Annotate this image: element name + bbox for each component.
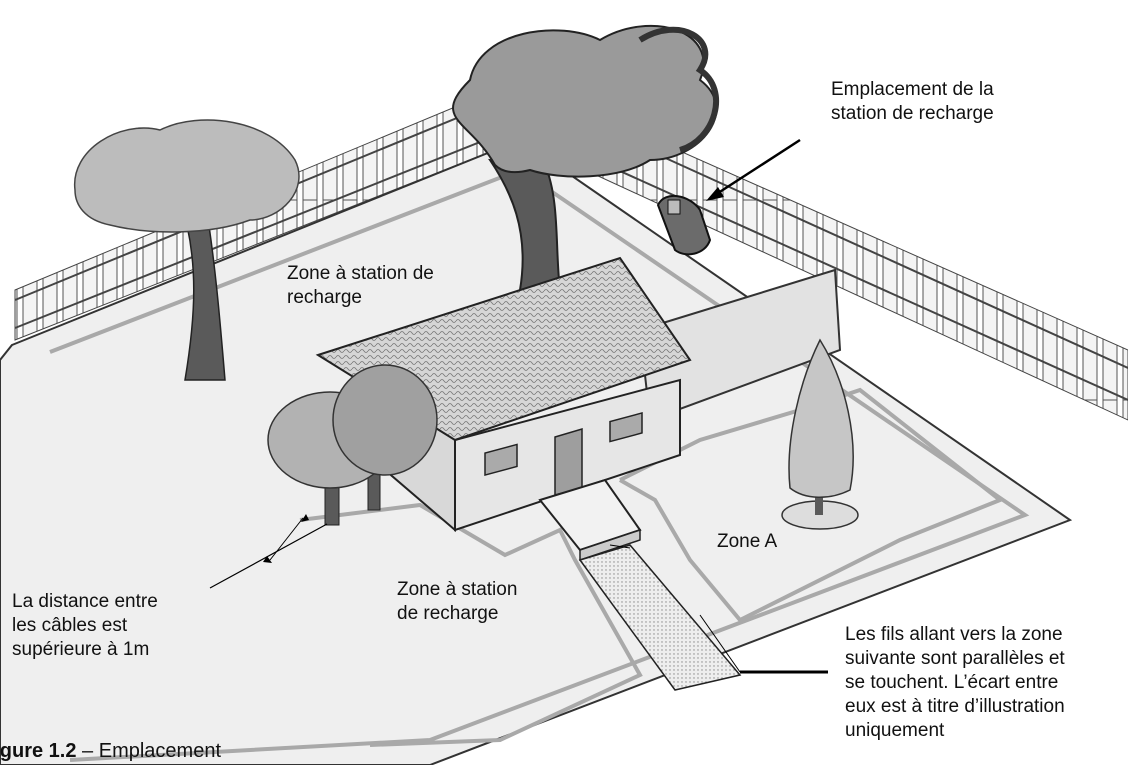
figure-number: Figure 1.2 bbox=[0, 740, 77, 762]
label-zone-a: Zone A bbox=[717, 531, 778, 552]
oak-tree bbox=[452, 25, 719, 291]
label-station-location: Emplacement de la station de recharge bbox=[831, 79, 994, 124]
caption-text: Emplacement bbox=[98, 740, 222, 762]
arrow-to-station bbox=[706, 138, 801, 201]
window-right bbox=[609, 412, 643, 443]
label-zone-station-top: Zone à station de recharge bbox=[287, 263, 434, 308]
arrow-cable-distance bbox=[209, 514, 328, 589]
door bbox=[554, 427, 583, 496]
figure-caption: Figure 1.2 – Emplacement bbox=[0, 740, 221, 763]
window-left bbox=[484, 443, 518, 476]
left-tree bbox=[74, 119, 300, 381]
label-parallel-wires: Les fils allant vers la zone suivante so… bbox=[845, 624, 1065, 741]
leader-parallel-wires bbox=[609, 544, 828, 674]
charging-station bbox=[656, 195, 712, 256]
caption-separator: – bbox=[76, 740, 99, 762]
cypress-tree bbox=[781, 338, 859, 530]
label-zone-station-bottom: Zone à station de recharge bbox=[397, 579, 518, 624]
label-cable-distance: La distance entre les câbles est supérie… bbox=[12, 591, 158, 660]
fruit-trees bbox=[267, 364, 438, 526]
front-path bbox=[538, 478, 742, 691]
